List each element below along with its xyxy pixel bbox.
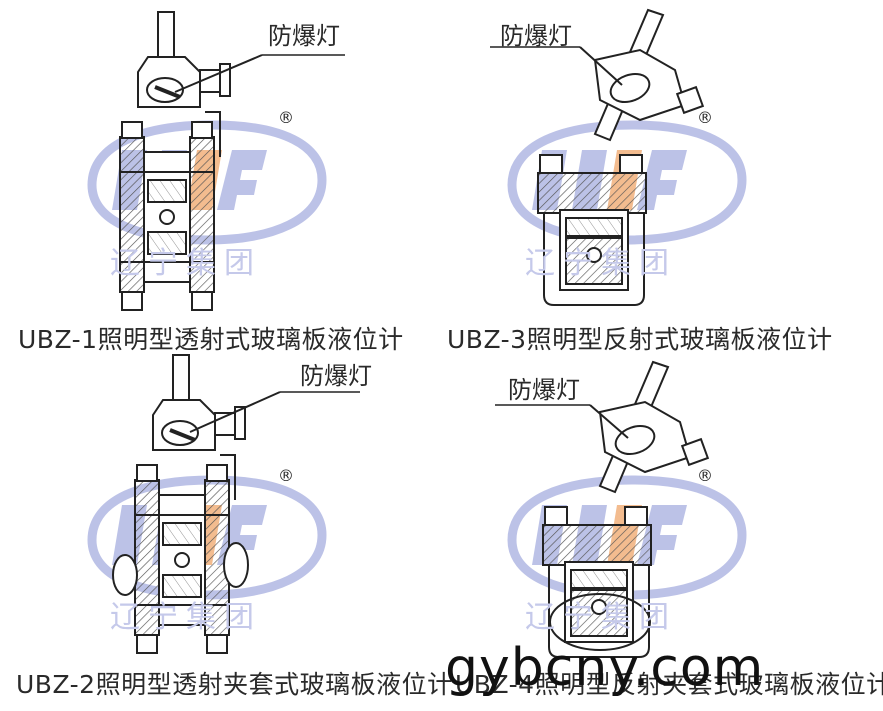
caption-ubz4: UBZ-4照明型反射夹套式玻璃板液位计 <box>455 670 883 699</box>
logo-text-2: 辽宁集团 <box>525 246 677 281</box>
site-watermark: gybcny.com <box>445 638 765 698</box>
panel-ubz2-jacket-left <box>112 554 138 596</box>
lamp-label-3: 防爆灯 <box>300 362 372 390</box>
caption-ubz1: UBZ-1照明型透射式玻璃板液位计 <box>18 325 404 354</box>
registered-mark-2: ® <box>697 108 713 127</box>
lamp-label-4: 防爆灯 <box>508 376 580 404</box>
panel-ubz4-jacket <box>549 593 651 651</box>
lamp-label-2: 防爆灯 <box>500 22 572 50</box>
logo-text-4: 辽宁集团 <box>525 600 677 635</box>
registered-mark-1: ® <box>278 108 294 127</box>
logo-text-1: 辽宁集团 <box>110 246 262 281</box>
panel-ubz1-callout-line <box>174 54 263 93</box>
caption-ubz2: UBZ-2照明型透射夹套式玻璃板液位计 <box>16 670 453 699</box>
panel-ubz2-callout-line <box>189 391 281 433</box>
panel-ubz2-jacket-right <box>223 542 249 588</box>
registered-mark-3: ® <box>278 466 294 485</box>
registered-mark-4: ® <box>697 466 713 485</box>
logo-text-3: 辽宁集团 <box>110 600 262 635</box>
caption-ubz3: UBZ-3照明型反射式玻璃板液位计 <box>447 325 833 354</box>
lamp-label-1: 防爆灯 <box>268 22 340 50</box>
